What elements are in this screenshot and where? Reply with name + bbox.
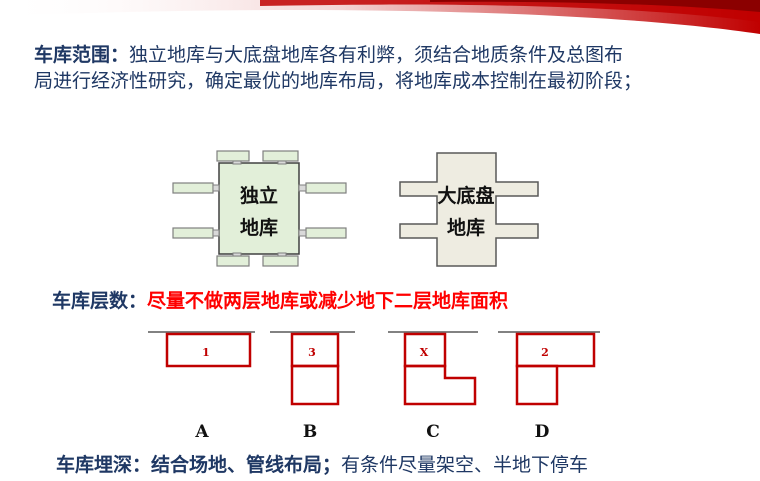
option-b-level2: [290, 364, 340, 406]
option-c-label: C: [426, 422, 440, 442]
scope-label: 车库范围：: [34, 44, 130, 66]
scope-paragraph: 车库范围：独立地库与大底盘地库各有利弊，须结合地质条件及总图布 局进行经济性研究…: [34, 42, 746, 94]
garage-type-diagram: 独立 地库 大底盘 地库: [172, 150, 539, 267]
large-base-line1: 大底盘: [437, 184, 494, 207]
depth-line: 车库埋深：结合场地、管线布局；有条件尽量架空、半地下停车: [56, 450, 588, 477]
depth-bold-text: 结合场地、管线布局；: [151, 454, 342, 476]
option-a-level1: [165, 332, 252, 368]
option-d-number: 2: [541, 346, 549, 359]
scope-text-line1: 独立地库与大底盘地库各有利弊，须结合地质条件及总图布: [129, 44, 624, 66]
option-a-label: A: [194, 422, 209, 442]
depth-rest-text: 有条件尽量架空、半地下停车: [341, 454, 589, 476]
option-b-label: B: [303, 422, 317, 442]
option-c-number: X: [420, 346, 429, 359]
large-base-garage: 大底盘 地库: [399, 152, 539, 267]
depth-label: 车库埋深：: [56, 454, 152, 476]
layers-label: 车库层数：: [52, 290, 148, 312]
independent-garage: 独立 地库: [172, 150, 347, 267]
scope-text-line2: 局进行经济性研究，确定最优的地库布局，将地库成本控制在最初阶段；: [34, 70, 643, 92]
independent-line1: 独立: [240, 184, 278, 207]
layers-emphasis: 尽量不做两层地库或减少地下二层地库面积: [147, 290, 509, 312]
option-d-level2: [515, 364, 559, 406]
basement-options-diagram: 1 3 X 2 A B C D: [148, 331, 600, 442]
option-d-level1: [515, 332, 596, 368]
option-c-level2: [403, 364, 477, 406]
header-banner: [0, 0, 760, 34]
option-d-label: D: [535, 422, 550, 442]
large-base-line2: 地库: [447, 216, 485, 239]
layers-line: 车库层数：尽量不做两层地库或减少地下二层地库面积: [52, 286, 508, 313]
independent-line2: 地库: [240, 216, 278, 239]
option-a-number: 1: [202, 346, 210, 359]
option-b-number: 3: [308, 346, 316, 359]
